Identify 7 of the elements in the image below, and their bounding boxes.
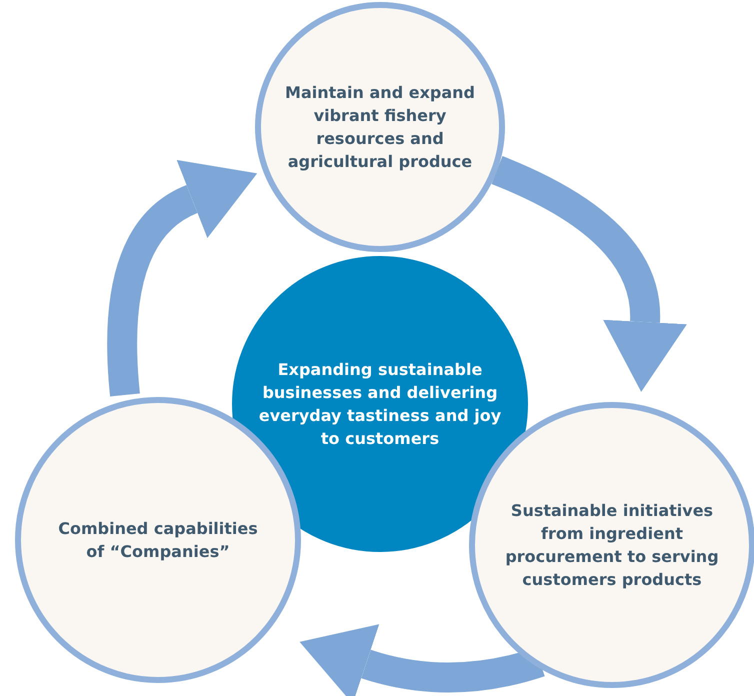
curved-arrow (299, 624, 544, 696)
node-text: Sustainable initiatives from ingredient procurement to serving customers products (504, 500, 720, 591)
node-text: Combined capabilities of “Companies” (57, 518, 259, 563)
curved-arrow (491, 156, 687, 392)
node-text: Expanding sustainable businesses and delivering everyday tastiness and joy to customers (258, 359, 502, 450)
curved-arrow (107, 161, 256, 396)
node-text: Maintain and expand vibrant fishery resources and agricultural produce (284, 82, 476, 173)
